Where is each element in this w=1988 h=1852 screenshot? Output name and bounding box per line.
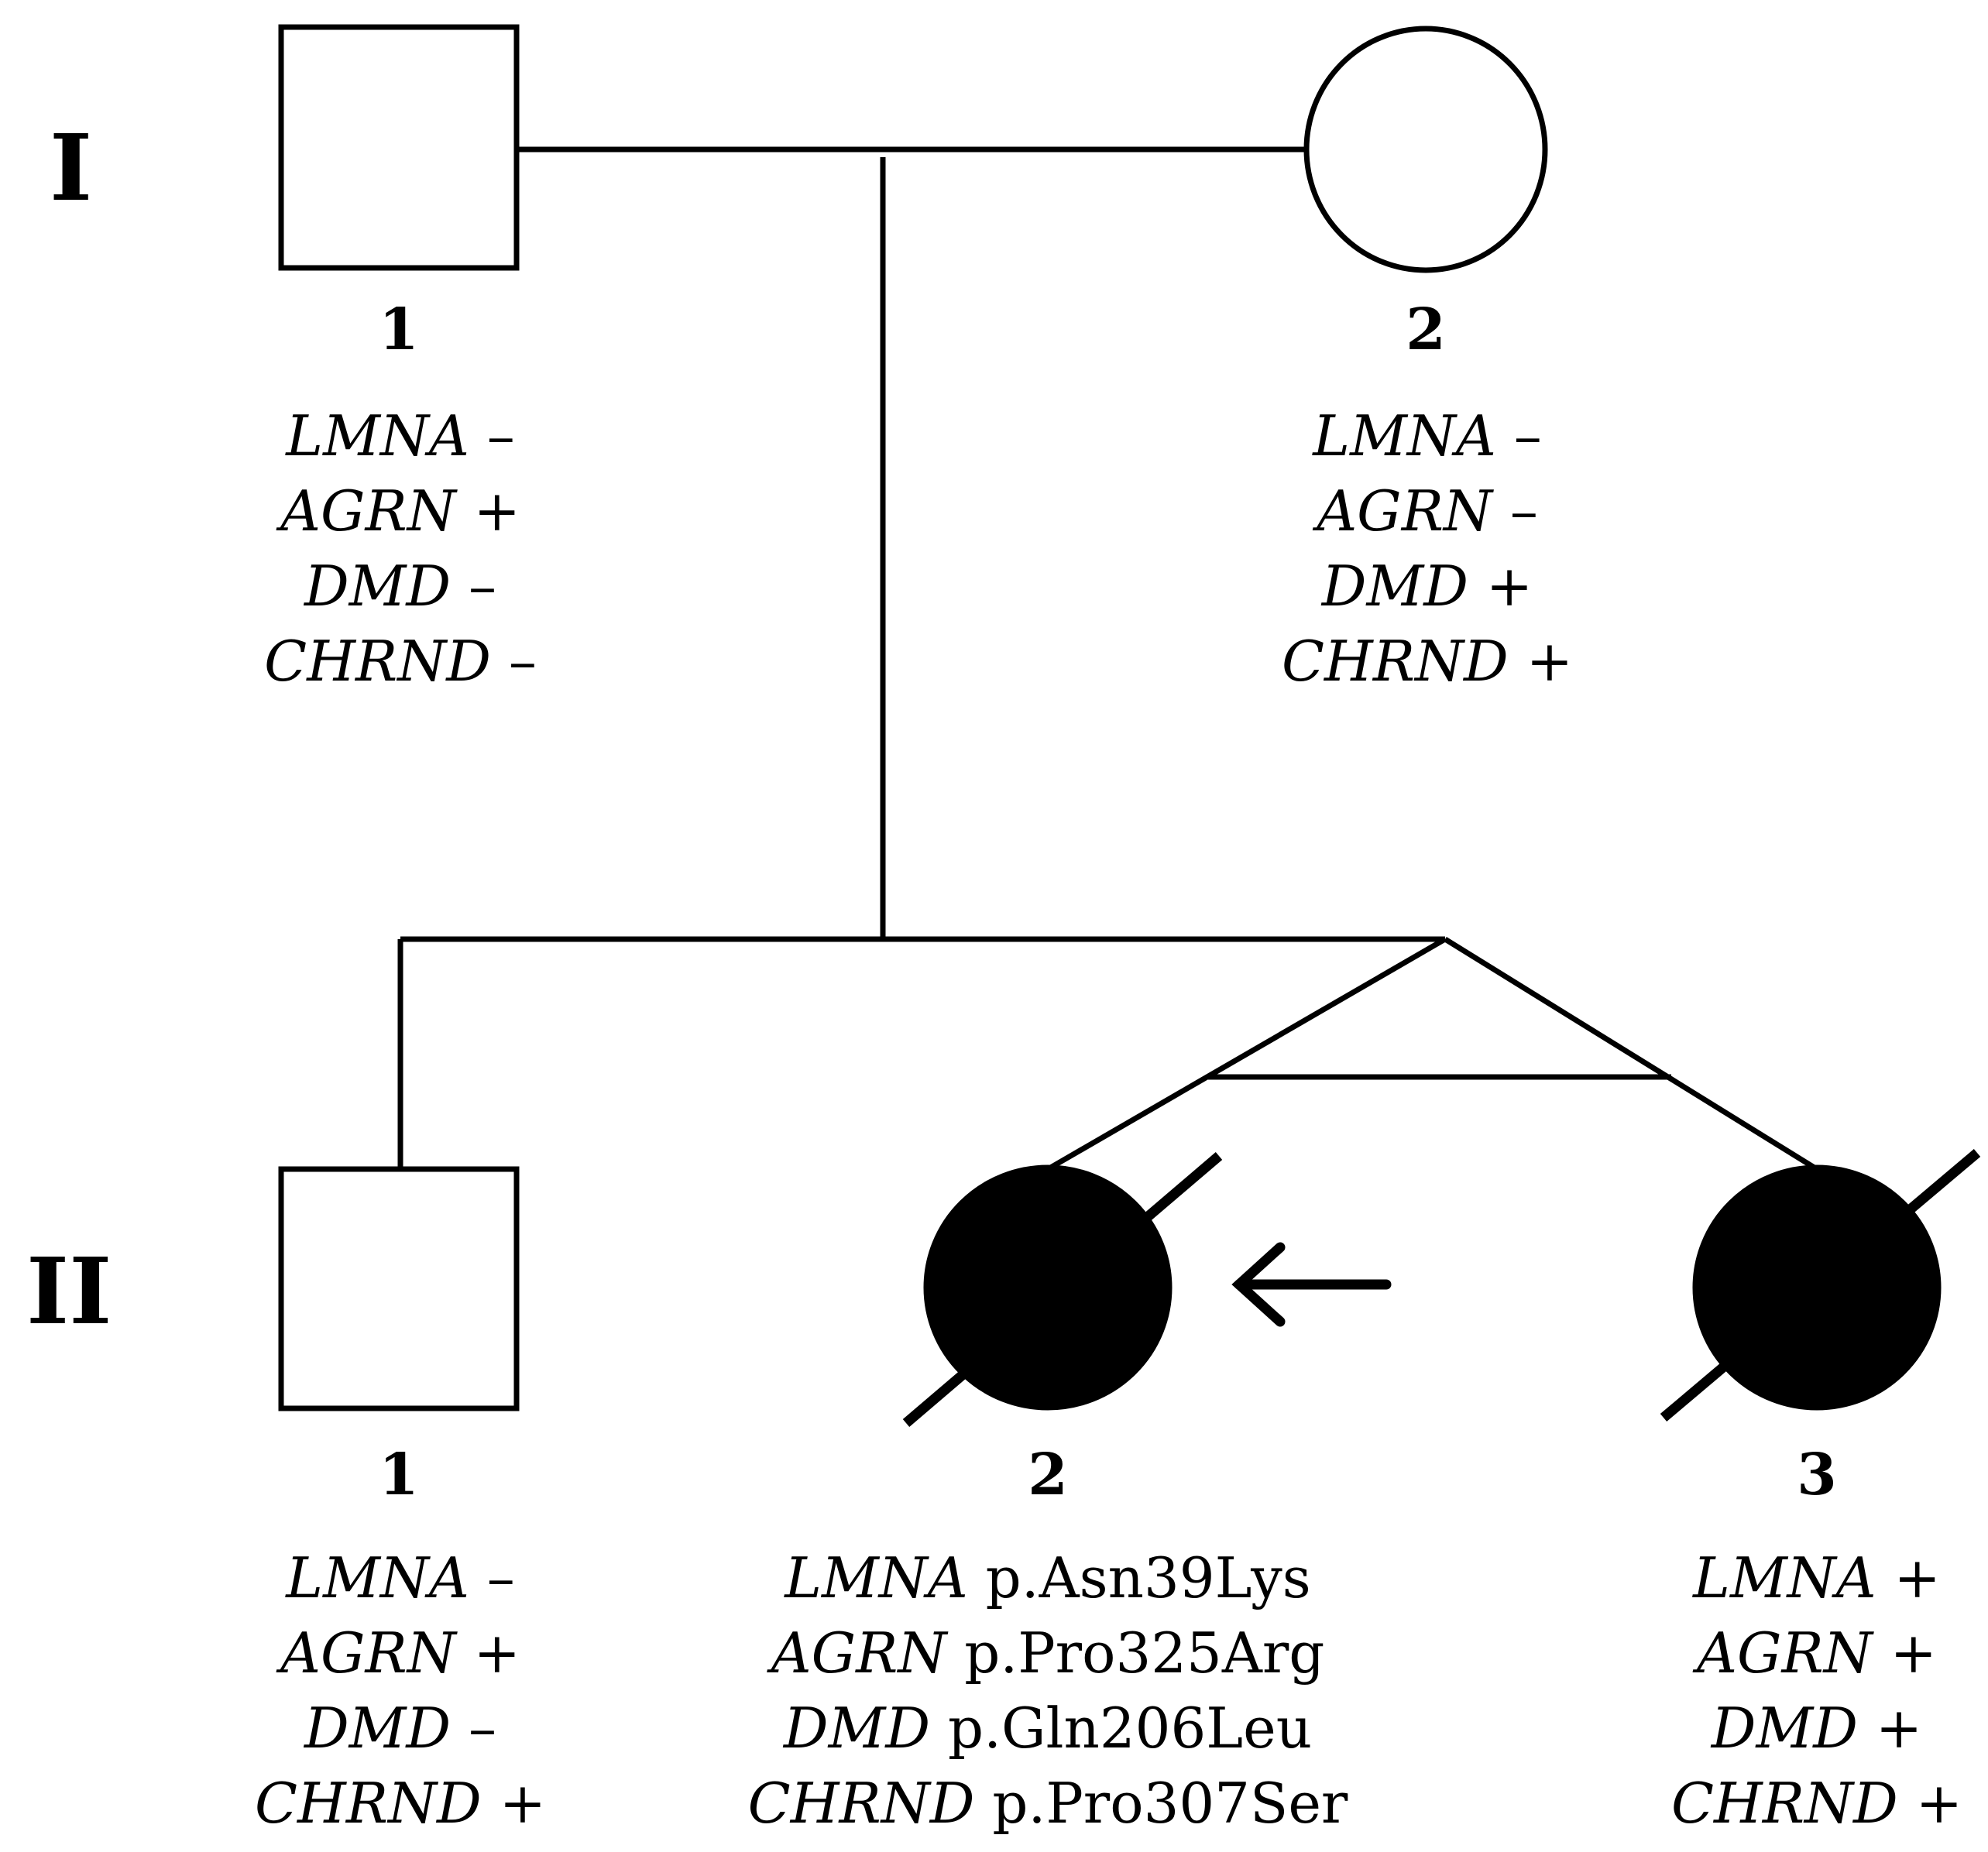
- gene-status: +: [1526, 629, 1574, 694]
- variant-protein-change: p.Pro325Arg: [964, 1620, 1325, 1686]
- genotype-row: CHRND p.Pro307Ser: [738, 1766, 1358, 1841]
- generation-label-ii: II: [26, 1237, 112, 1345]
- individual-number-ii-2: 2: [1028, 1442, 1068, 1508]
- individual-i-2-circle: [1303, 26, 1548, 273]
- individual-number-i-1: 1: [379, 297, 419, 363]
- genotype-row: AGRN +: [91, 474, 710, 549]
- gene-name: CHRND: [1281, 629, 1509, 694]
- gene-name: CHRND: [1670, 1771, 1898, 1836]
- gene-status: –: [469, 554, 497, 619]
- gene-name: AGRN: [1697, 1620, 1873, 1686]
- gene-status: +: [1894, 1545, 1941, 1610]
- twin-line-ii-2: [1046, 936, 1447, 1172]
- gene-name: CHRND: [254, 1771, 482, 1836]
- gene-name: CHRND: [264, 629, 491, 694]
- deceased-slash-ii-3: [1660, 1149, 1981, 1422]
- gene-name: AGRN: [1317, 478, 1492, 544]
- genotype-row: CHRND +: [1507, 1766, 1988, 1841]
- gene-status: +: [1485, 554, 1533, 619]
- gene-status: +: [1915, 1771, 1963, 1836]
- gene-status: +: [1890, 1620, 1937, 1686]
- genotype-row: CHRND –: [91, 624, 710, 699]
- gene-status: +: [473, 478, 520, 544]
- genotype-row: DMD –: [91, 549, 710, 624]
- gene-name: DMD: [783, 1696, 931, 1761]
- genotype-block-ii-1: LMNA – AGRN + DMD – CHRND +: [91, 1541, 710, 1841]
- genotype-row: LMNA +: [1507, 1541, 1988, 1616]
- individual-i-1-square: [278, 24, 520, 271]
- gene-status: –: [486, 1545, 515, 1610]
- genotype-row: DMD p.Gln206Leu: [738, 1691, 1358, 1766]
- gene-status: +: [499, 1771, 547, 1836]
- gene-name: AGRN: [771, 1620, 947, 1686]
- gene-name: LMNA: [785, 1545, 968, 1610]
- variant-protein-change: p.Pro307Ser: [992, 1771, 1348, 1836]
- gene-name: DMD: [1321, 554, 1468, 619]
- gene-name: DMD: [304, 554, 452, 619]
- genotype-row: DMD +: [1118, 549, 1737, 624]
- proband-arrow: [1231, 1242, 1392, 1327]
- genotype-row: DMD +: [1507, 1691, 1988, 1766]
- gene-status: +: [473, 1620, 520, 1686]
- genotype-block-ii-2: LMNA p.Asn39Lys AGRN p.Pro325Arg DMD p.G…: [738, 1541, 1358, 1841]
- genotype-row: DMD –: [91, 1691, 710, 1766]
- deceased-slash-ii-2: [902, 1152, 1223, 1427]
- gene-name: DMD: [1711, 1696, 1858, 1761]
- genotype-row: CHRND +: [1118, 624, 1737, 699]
- gene-name: CHRND: [747, 1771, 975, 1836]
- gene-name: LMNA: [1693, 1545, 1876, 1610]
- genotype-block-i-1: LMNA – AGRN + DMD – CHRND –: [91, 399, 710, 699]
- individual-number-i-2: 2: [1406, 297, 1446, 363]
- individual-number-ii-3: 3: [1797, 1442, 1837, 1508]
- gene-status: –: [1509, 478, 1538, 544]
- genotype-block-ii-3: LMNA + AGRN + DMD + CHRND +: [1507, 1541, 1988, 1841]
- gene-name: LMNA: [286, 403, 469, 468]
- gene-name: LMNA: [286, 1545, 469, 1610]
- variant-protein-change: p.Gln206Leu: [947, 1696, 1313, 1761]
- generation-label-i: I: [50, 114, 93, 221]
- gene-status: –: [1513, 403, 1542, 468]
- gene-status: +: [1875, 1696, 1923, 1761]
- genotype-row: CHRND +: [91, 1766, 710, 1841]
- gene-name: AGRN: [280, 478, 456, 544]
- genotype-row: LMNA –: [91, 399, 710, 474]
- individual-ii-1-square: [278, 1166, 520, 1411]
- genotype-row: AGRN p.Pro325Arg: [738, 1616, 1358, 1691]
- gene-name: AGRN: [280, 1620, 456, 1686]
- gene-name: DMD: [304, 1696, 452, 1761]
- genotype-row: AGRN +: [91, 1616, 710, 1691]
- genotype-row: LMNA p.Asn39Lys: [738, 1541, 1358, 1616]
- twin-line-ii-3: [1444, 937, 1818, 1171]
- gene-status: –: [486, 403, 515, 468]
- gene-status: –: [508, 629, 537, 694]
- genotype-row: AGRN –: [1118, 474, 1737, 549]
- variant-protein-change: p.Asn39Lys: [985, 1545, 1311, 1610]
- gene-status: –: [469, 1696, 497, 1761]
- individual-number-ii-1: 1: [379, 1442, 419, 1508]
- genotype-row: LMNA –: [91, 1541, 710, 1616]
- genotype-row: AGRN +: [1507, 1616, 1988, 1691]
- gene-name: LMNA: [1313, 403, 1496, 468]
- genotype-block-i-2: LMNA – AGRN – DMD + CHRND +: [1118, 399, 1737, 699]
- genotype-row: LMNA –: [1118, 399, 1737, 474]
